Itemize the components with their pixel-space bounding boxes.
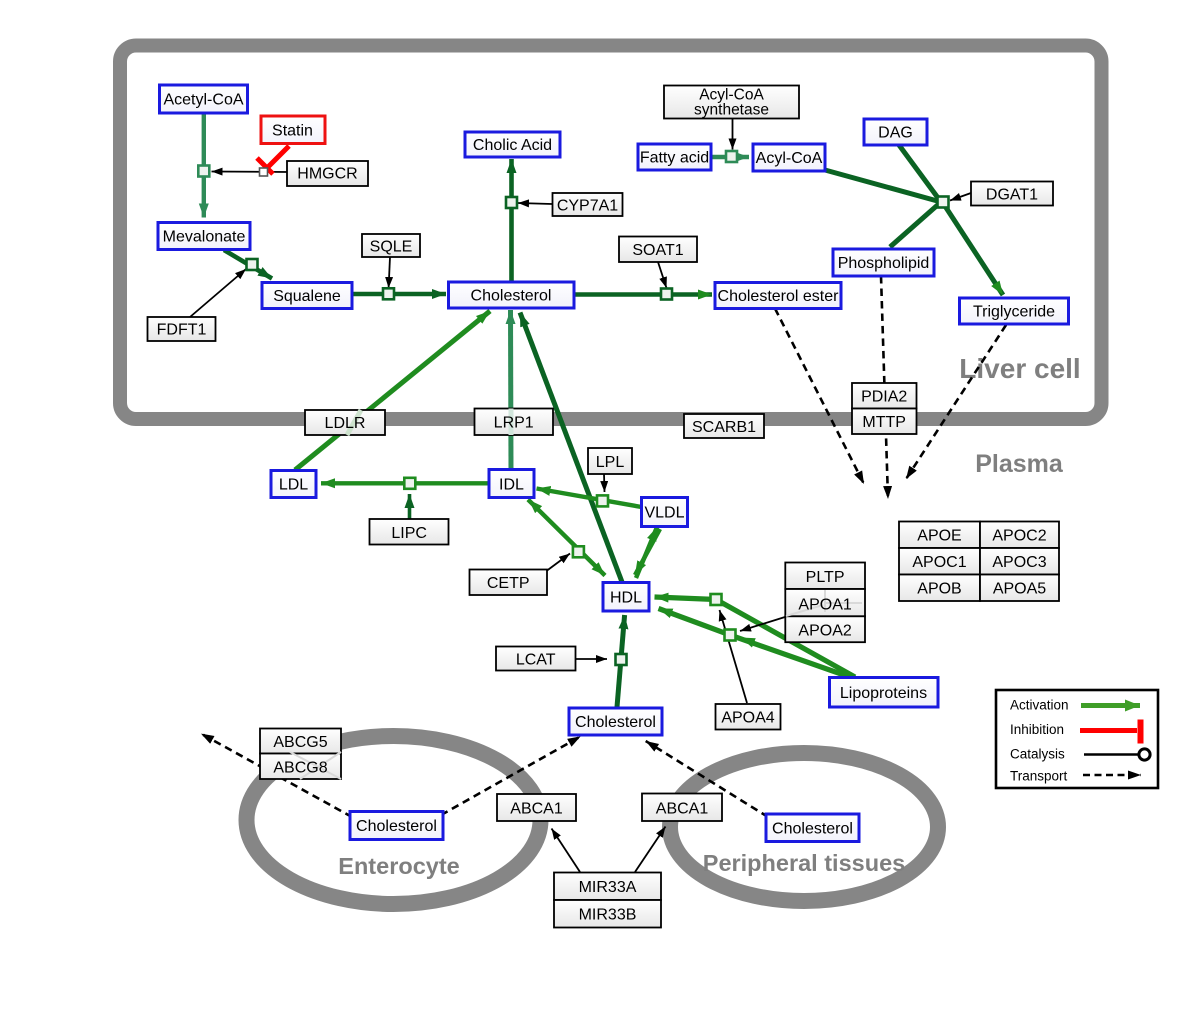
svg-text:Inhibition: Inhibition bbox=[1010, 722, 1064, 737]
svg-text:HDL: HDL bbox=[610, 590, 642, 607]
svg-text:SQLE: SQLE bbox=[370, 239, 413, 256]
svg-text:Cholesterol: Cholesterol bbox=[575, 714, 656, 731]
svg-text:Cholic Acid: Cholic Acid bbox=[473, 137, 552, 154]
svg-text:DGAT1: DGAT1 bbox=[986, 187, 1038, 204]
svg-text:Cholesterol: Cholesterol bbox=[356, 818, 437, 835]
svg-text:Triglyceride: Triglyceride bbox=[973, 304, 1055, 321]
svg-text:MIR33A: MIR33A bbox=[579, 879, 637, 896]
svg-text:Catalysis: Catalysis bbox=[1010, 747, 1065, 762]
svg-text:ABCA1: ABCA1 bbox=[510, 801, 563, 818]
svg-text:ABCA1: ABCA1 bbox=[656, 801, 709, 818]
svg-text:Plasma: Plasma bbox=[975, 450, 1064, 478]
svg-text:CETP: CETP bbox=[487, 575, 530, 592]
svg-text:Phospholipid: Phospholipid bbox=[838, 255, 930, 272]
svg-text:Activation: Activation bbox=[1010, 698, 1069, 713]
svg-text:APOE: APOE bbox=[917, 528, 961, 545]
svg-text:ABCG8: ABCG8 bbox=[273, 760, 327, 777]
svg-text:APOC1: APOC1 bbox=[912, 554, 966, 571]
svg-text:Cholesterol: Cholesterol bbox=[471, 288, 552, 305]
svg-text:LPL: LPL bbox=[596, 454, 625, 471]
svg-text:Fatty acid: Fatty acid bbox=[640, 150, 709, 167]
svg-text:APOA1: APOA1 bbox=[798, 597, 851, 614]
svg-text:CYP7A1: CYP7A1 bbox=[557, 198, 618, 215]
svg-text:LIPC: LIPC bbox=[391, 525, 427, 542]
svg-text:LRP1: LRP1 bbox=[494, 415, 534, 432]
svg-text:Lipoproteins: Lipoproteins bbox=[840, 685, 927, 702]
svg-text:LDLR: LDLR bbox=[325, 415, 366, 432]
svg-text:PLTP: PLTP bbox=[806, 569, 845, 586]
svg-text:APOA4: APOA4 bbox=[721, 710, 774, 727]
svg-text:APOA2: APOA2 bbox=[798, 623, 851, 640]
svg-text:Cholesterol ester: Cholesterol ester bbox=[718, 288, 840, 305]
svg-text:SOAT1: SOAT1 bbox=[632, 242, 683, 259]
svg-text:DAG: DAG bbox=[878, 125, 913, 142]
svg-text:Acetyl-CoA: Acetyl-CoA bbox=[163, 92, 243, 109]
svg-text:APOC2: APOC2 bbox=[992, 528, 1046, 545]
svg-text:APOA5: APOA5 bbox=[993, 581, 1046, 598]
svg-text:LDL: LDL bbox=[279, 477, 308, 494]
svg-text:HMGCR: HMGCR bbox=[297, 166, 357, 183]
svg-text:Acyl-CoA: Acyl-CoA bbox=[699, 87, 764, 104]
svg-text:VLDL: VLDL bbox=[644, 505, 684, 522]
svg-text:Squalene: Squalene bbox=[273, 288, 341, 305]
svg-text:SCARB1: SCARB1 bbox=[692, 419, 756, 436]
svg-text:Enterocyte: Enterocyte bbox=[338, 853, 459, 879]
svg-text:Acyl-CoA: Acyl-CoA bbox=[756, 150, 823, 167]
svg-text:Liver cell: Liver cell bbox=[959, 353, 1080, 384]
svg-text:Mevalonate: Mevalonate bbox=[163, 229, 246, 246]
svg-text:FDFT1: FDFT1 bbox=[157, 322, 207, 339]
svg-text:synthetase: synthetase bbox=[694, 102, 769, 119]
svg-text:APOC3: APOC3 bbox=[992, 554, 1046, 571]
svg-text:APOB: APOB bbox=[917, 581, 961, 598]
svg-text:Cholesterol: Cholesterol bbox=[772, 821, 853, 838]
svg-text:Statin: Statin bbox=[272, 123, 313, 140]
svg-text:MTTP: MTTP bbox=[862, 414, 906, 431]
svg-text:MIR33B: MIR33B bbox=[579, 907, 637, 924]
svg-text:Peripheral tissues: Peripheral tissues bbox=[703, 850, 905, 876]
svg-text:ABCG5: ABCG5 bbox=[273, 734, 327, 751]
svg-text:Transport: Transport bbox=[1010, 769, 1068, 784]
svg-text:IDL: IDL bbox=[499, 477, 524, 494]
svg-text:LCAT: LCAT bbox=[516, 652, 556, 669]
svg-text:PDIA2: PDIA2 bbox=[861, 389, 907, 406]
